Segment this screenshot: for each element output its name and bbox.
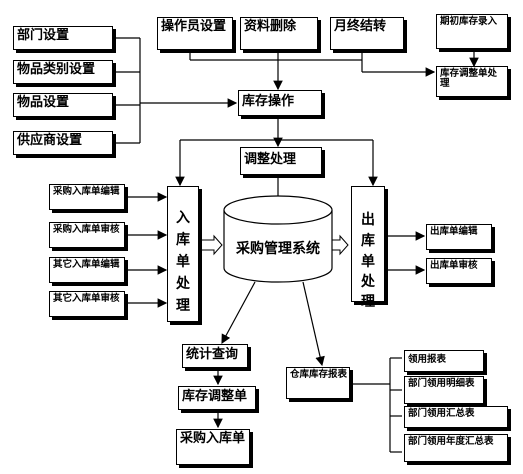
data-delete-box[interactable]: 资料删除 [240, 17, 318, 50]
dept-summary-report-label: 部门领用汇总表 [408, 408, 475, 419]
purchase-inbound-edit-box[interactable]: 采购入库单编辑 [49, 184, 125, 210]
purchase-inbound-review-box[interactable]: 采购入库单审核 [49, 222, 125, 248]
item-settings-label: 物品设置 [17, 95, 70, 110]
item-category-settings-box[interactable]: 物品类别设置 [13, 60, 113, 84]
stock-adjust-doc-box[interactable]: 库存调整单处理 [436, 66, 508, 97]
initial-stock-box[interactable]: 期初库存录入 [436, 14, 508, 49]
dept-detail-report-label: 部门领用明细表 [408, 378, 475, 389]
other-inbound-review-label: 其它入库单审核 [53, 293, 120, 304]
inbound-process-box[interactable]: 入 库 单 处 理 [167, 186, 199, 322]
outbound-process-char-1: 出 [361, 212, 375, 228]
inbound-process-char-2: 库 [176, 232, 190, 248]
inbound-process-char-5: 理 [176, 298, 190, 314]
stats-query-label: 统计查询 [186, 347, 239, 362]
outbound-edit-label: 出库单编辑 [430, 226, 478, 237]
dept-detail-report-box[interactable]: 部门领用明细表 [404, 376, 484, 404]
outbound-process-char-5: 理 [361, 294, 375, 310]
database-label: 采购管理系统 [236, 241, 320, 257]
outbound-review-box[interactable]: 出库单审核 [426, 258, 492, 284]
department-settings-label: 部门设置 [17, 28, 70, 43]
stats-query-box[interactable]: 统计查询 [182, 344, 248, 368]
other-inbound-edit-box[interactable]: 其它入库单编辑 [49, 257, 125, 283]
adjust-process-box[interactable]: 调整处理 [240, 147, 322, 175]
outbound-review-label: 出库单审核 [430, 260, 478, 271]
operator-settings-label: 操作员设置 [161, 19, 227, 34]
database-cylinder [223, 195, 333, 283]
other-inbound-edit-label: 其它入库单编辑 [53, 259, 120, 270]
other-inbound-review-box[interactable]: 其它入库单审核 [49, 291, 125, 317]
item-category-settings-label: 物品类别设置 [17, 62, 96, 77]
usage-report-label: 领用报表 [408, 354, 447, 365]
purchase-inbound-edit-label: 采购入库单编辑 [53, 186, 120, 197]
stock-adjust-sheet-box[interactable]: 库存调整单 [178, 386, 256, 410]
initial-stock-label: 期初库存录入 [440, 16, 498, 27]
month-end-label: 月终结转 [334, 19, 387, 34]
stock-operation-label: 库存操作 [242, 94, 295, 109]
outbound-process-box[interactable]: 出 库 单 处 理 [351, 186, 385, 310]
item-settings-box[interactable]: 物品设置 [13, 93, 113, 117]
supplier-settings-box[interactable]: 供应商设置 [13, 131, 113, 155]
outbound-process-char-3: 单 [361, 254, 375, 270]
inbound-process-char-3: 单 [176, 254, 190, 270]
month-end-box[interactable]: 月终结转 [330, 17, 404, 50]
inbound-process-char-1: 入 [176, 210, 190, 226]
supplier-settings-label: 供应商设置 [17, 133, 83, 148]
department-settings-box[interactable]: 部门设置 [13, 26, 113, 50]
operator-settings-box[interactable]: 操作员设置 [157, 17, 233, 50]
purchase-inbound-review-label: 采购入库单审核 [53, 224, 120, 235]
outbound-process-char-2: 库 [361, 233, 375, 249]
outbound-process-char-4: 处 [361, 274, 375, 290]
usage-report-box[interactable]: 领用报表 [404, 350, 484, 372]
dept-annual-report-box[interactable]: 部门领用年度汇总表 [404, 434, 508, 462]
inbound-process-char-4: 处 [176, 276, 190, 292]
purchase-inbound-sheet-box[interactable]: 采购入库单 [176, 429, 250, 465]
stock-adjust-doc-label: 库存调整单处理 [440, 68, 498, 90]
adjust-process-label: 调整处理 [244, 152, 297, 167]
stock-adjust-sheet-label: 库存调整单 [182, 389, 248, 404]
warehouse-report-box[interactable]: 仓库库存报表 [286, 367, 350, 399]
purchase-inbound-sheet-label: 采购入库单 [180, 431, 246, 446]
warehouse-report-label: 仓库库存报表 [290, 369, 348, 380]
outbound-edit-box[interactable]: 出库单编辑 [426, 224, 492, 250]
dept-summary-report-box[interactable]: 部门领用汇总表 [404, 406, 508, 428]
data-delete-label: 资料删除 [244, 19, 297, 34]
stock-operation-box[interactable]: 库存操作 [238, 90, 322, 116]
dept-annual-report-label: 部门领用年度汇总表 [408, 436, 494, 447]
